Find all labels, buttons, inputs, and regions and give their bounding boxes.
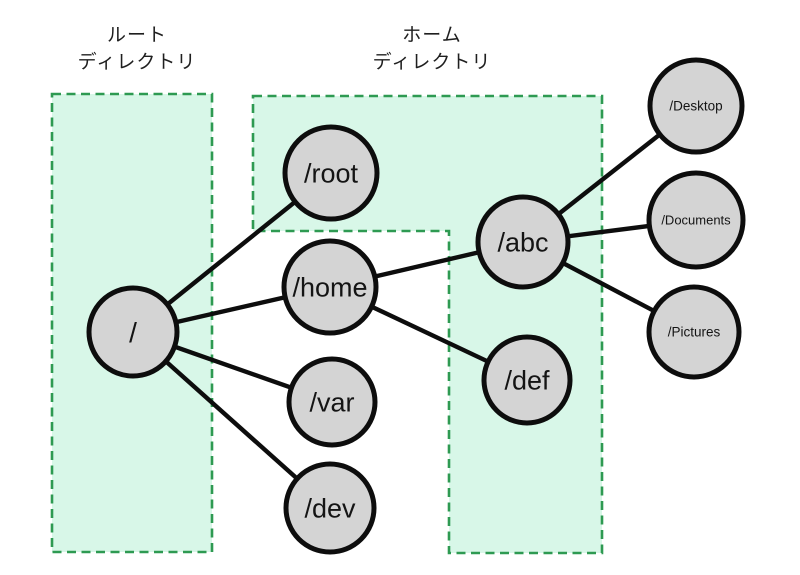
node-def: /def xyxy=(481,334,573,426)
node-home-circle xyxy=(281,238,379,336)
node-home-label: /home xyxy=(292,272,367,302)
node-documents: /Documents xyxy=(646,170,746,270)
nodes-layer: / /root/home/var/dev/abc/def/Desktop/Docu… xyxy=(86,57,746,555)
node-var-label: /var xyxy=(309,387,354,417)
node-abc-label: /abc xyxy=(497,227,548,257)
node-pictures: /Pictures xyxy=(646,284,742,380)
node-var: /var xyxy=(286,356,378,448)
node-root-label: / xyxy=(129,317,137,348)
node-documents-label: /Documents xyxy=(661,213,731,228)
node-root: / xyxy=(86,285,180,379)
node-pictures-circle xyxy=(646,284,742,380)
node-dev-label: /dev xyxy=(304,493,356,523)
node-def-label: /def xyxy=(504,365,550,395)
node-desktop-circle xyxy=(647,57,745,155)
node-pictures-label: /Pictures xyxy=(668,325,721,340)
node-documents-circle xyxy=(646,170,746,270)
region-labels-layer: ルート ディレクトリ ホーム ディレクトリ xyxy=(78,25,492,73)
node-root-circle xyxy=(86,285,180,379)
node-var-circle xyxy=(286,356,378,448)
root-region-label-line2: ディレクトリ xyxy=(78,51,197,73)
node-desktop-label: /Desktop xyxy=(669,99,722,114)
node-dev-circle xyxy=(283,461,377,555)
home-region-label-line1: ホーム xyxy=(402,25,461,46)
node-slashroot: /root xyxy=(282,124,380,222)
root-region-label-line1: ルート xyxy=(107,25,167,46)
node-slashroot-circle xyxy=(282,124,380,222)
node-slashroot-label: /root xyxy=(304,158,359,188)
home-region-label-line2: ディレクトリ xyxy=(373,51,492,73)
node-dev: /dev xyxy=(283,461,377,555)
node-def-circle xyxy=(481,334,573,426)
node-desktop: /Desktop xyxy=(647,57,745,155)
node-abc: /abc xyxy=(475,194,571,290)
node-home: /home xyxy=(281,238,379,336)
node-abc-circle xyxy=(475,194,571,290)
